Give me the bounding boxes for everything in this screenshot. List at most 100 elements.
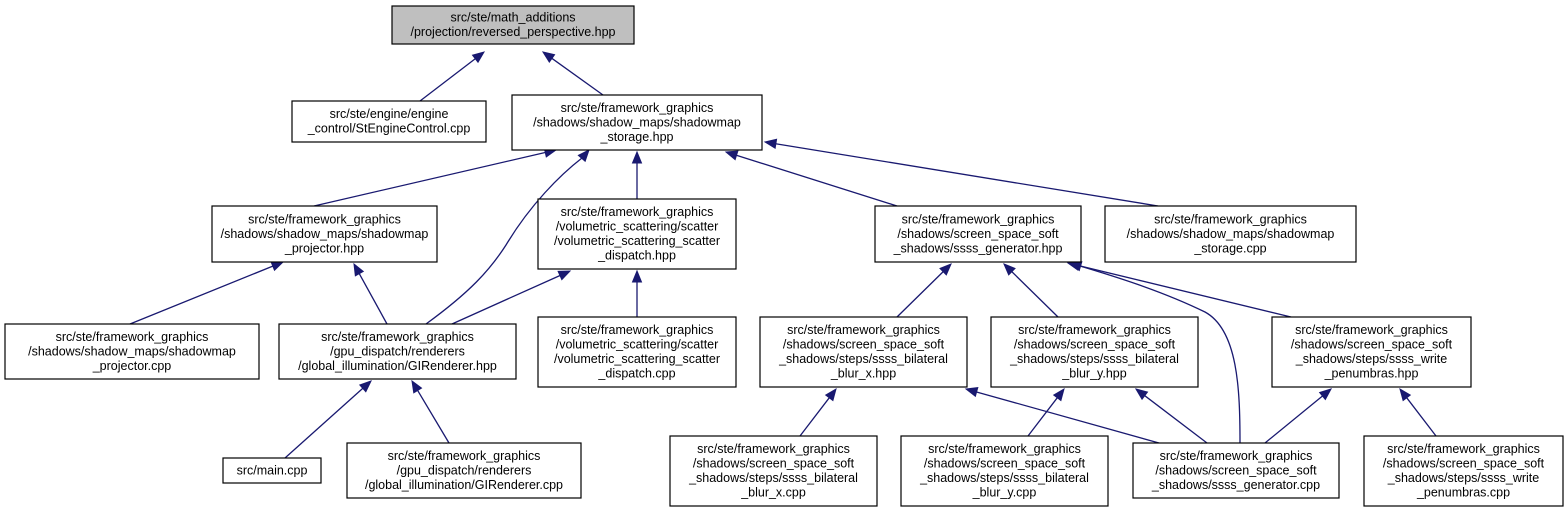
node-n6[interactable]: src/ste/framework_graphics/shadows/shado…	[1104, 205, 1357, 263]
node-box	[990, 316, 1199, 388]
node-n7[interactable]: src/ste/framework_graphics/shadows/shado…	[4, 323, 260, 380]
node-label-line: _storage.cpp	[1193, 241, 1266, 255]
node-n0[interactable]: src/ste/math_additions/projection/revers…	[391, 5, 635, 45]
edge-arrowhead	[824, 387, 837, 402]
edge-n18-to-n12	[1399, 387, 1437, 437]
node-label-line: src/ste/framework_graphics	[1018, 323, 1171, 337]
edge-n8-to-n3	[353, 262, 388, 325]
node-n1[interactable]: src/ste/engine/engine_control/StEngineCo…	[291, 100, 487, 143]
edge-line	[1010, 270, 1059, 318]
edge-n11-to-n5	[1003, 263, 1059, 318]
node-label-line: src/ste/math_additions	[450, 11, 575, 25]
node-label-line: src/ste/framework_graphics	[248, 212, 401, 226]
edge-n17-to-n10	[964, 387, 1160, 444]
edge-arrowhead	[964, 387, 979, 398]
node-label-line: /projection/reversed_perspective.hpp	[411, 25, 616, 39]
node-box	[511, 94, 763, 151]
node-label-line: src/ste/framework_graphics	[561, 205, 714, 219]
node-label-line: /shadows/screen_space_soft	[1014, 338, 1176, 352]
node-label-line: _dispatch.hpp	[597, 249, 676, 263]
node-label-line: src/ste/framework_graphics	[1154, 212, 1307, 226]
edge-line	[550, 57, 604, 96]
node-label-line: /shadows/shadow_maps/shadowmap	[1127, 227, 1335, 241]
node-label-line: src/ste/framework_graphics	[902, 212, 1055, 226]
node-n4[interactable]: src/ste/framework_graphics/volumetric_sc…	[537, 198, 737, 270]
node-label-line: _shadows/steps/ssss_bilateral	[1009, 352, 1179, 366]
node-label-line: /shadows/screen_space_soft	[693, 457, 855, 471]
node-label-line: src/ste/framework_graphics	[1387, 442, 1540, 456]
node-label-line: /shadows/screen_space_soft	[1155, 463, 1317, 477]
node-n5[interactable]: src/ste/framework_graphics/shadows/scree…	[874, 205, 1082, 263]
edge-line	[1027, 396, 1059, 437]
edge-line	[735, 154, 898, 207]
node-n8[interactable]: src/ste/framework_graphics/gpu_dispatch/…	[278, 323, 517, 380]
node-label-line: _blur_x.hpp	[830, 367, 896, 381]
node-label-line: src/ste/framework_graphics	[561, 101, 714, 115]
node-n13[interactable]: src/main.cpp	[222, 457, 322, 484]
edge-n8-to-n2	[425, 149, 590, 325]
node-label-line: /shadows/shadow_maps/shadowmap	[533, 115, 741, 129]
node-label-line: _blur_x.cpp	[740, 486, 806, 500]
node-label-line: _projector.hpp	[284, 241, 364, 255]
node-box	[4, 323, 260, 380]
node-n11[interactable]: src/ste/framework_graphics/shadows/scree…	[990, 316, 1199, 388]
edge-arrowhead	[577, 149, 590, 163]
edge-line	[419, 57, 477, 102]
edge-line	[1143, 394, 1208, 444]
node-n10[interactable]: src/ste/framework_graphics/shadows/scree…	[759, 316, 968, 388]
edge-line	[975, 391, 1160, 444]
edge-arrowhead	[1399, 387, 1412, 402]
edge-n17-to-n12	[1264, 388, 1333, 444]
node-label-line: /shadows/screen_space_soft	[783, 338, 945, 352]
node-n14[interactable]: src/ste/framework_graphics/gpu_dispatch/…	[346, 442, 582, 499]
node-box	[537, 198, 737, 270]
edge-n8-to-n4	[451, 270, 572, 325]
node-label-line: /volumetric_scattering_scatter	[554, 234, 720, 248]
edge-arrowhead	[1318, 388, 1333, 401]
node-n16[interactable]: src/ste/framework_graphics/shadows/scree…	[900, 435, 1109, 507]
node-label-line: src/ste/framework_graphics	[1160, 449, 1313, 463]
edge-n7-to-n3	[129, 261, 285, 325]
node-label-line: /gpu_dispatch/renderers	[397, 463, 532, 477]
edge-curve	[1079, 265, 1241, 444]
edge-line	[129, 265, 274, 325]
node-label-line: /shadows/screen_space_soft	[1383, 457, 1545, 471]
edge-n16-to-n11	[1027, 387, 1065, 437]
node-box	[278, 323, 517, 380]
edge-curve	[425, 157, 583, 325]
node-label-line: _control/StEngineControl.cpp	[307, 122, 471, 136]
node-n17[interactable]: src/ste/framework_graphics/shadows/scree…	[1132, 442, 1340, 499]
edge-n17-to-n11	[1134, 388, 1208, 444]
edge-line	[896, 270, 945, 318]
node-n18[interactable]: src/ste/framework_graphics/shadows/scree…	[1363, 435, 1564, 507]
node-label-line: _shadows/steps/ssss_bilateral	[778, 352, 948, 366]
node-n12[interactable]: src/ste/framework_graphics/shadows/scree…	[1271, 316, 1472, 388]
node-n3[interactable]: src/ste/framework_graphics/shadows/shado…	[211, 205, 438, 263]
node-box	[537, 316, 737, 388]
node-label-line: _blur_y.cpp	[972, 486, 1037, 500]
node-label-line: /shadows/screen_space_soft	[1291, 338, 1453, 352]
edge-arrowhead	[939, 263, 952, 276]
edge-n10-to-n5	[896, 263, 952, 318]
edge-n13-to-n8	[284, 380, 372, 459]
node-label-line: _shadows/ssss_generator.hpp	[893, 241, 1063, 255]
nodes-layer: src/ste/math_additions/projection/revers…	[4, 5, 1564, 507]
node-label-line: src/ste/framework_graphics	[388, 449, 541, 463]
edge-arrowhead	[270, 261, 285, 272]
node-n15[interactable]: src/ste/framework_graphics/shadows/scree…	[669, 435, 878, 507]
edge-arrowhead	[631, 150, 643, 164]
node-label-line: src/ste/framework_graphics	[321, 330, 474, 344]
edge-arrowhead	[557, 270, 572, 281]
edge-line	[358, 272, 388, 325]
node-label-line: _shadows/steps/ssss_write	[1387, 471, 1540, 485]
node-box	[900, 435, 1109, 507]
node-label-line: /global_illumination/GIRenderer.cpp	[365, 478, 563, 492]
node-n9[interactable]: src/ste/framework_graphics/volumetric_sc…	[537, 316, 737, 388]
edge-arrowhead	[631, 269, 643, 283]
node-n2[interactable]: src/ste/framework_graphics/shadows/shado…	[511, 94, 763, 151]
edge-n1-to-n0	[419, 51, 486, 102]
edge-arrowhead	[541, 51, 556, 63]
node-label-line: _shadows/ssss_generator.cpp	[1151, 478, 1320, 492]
edge-line	[313, 151, 547, 207]
